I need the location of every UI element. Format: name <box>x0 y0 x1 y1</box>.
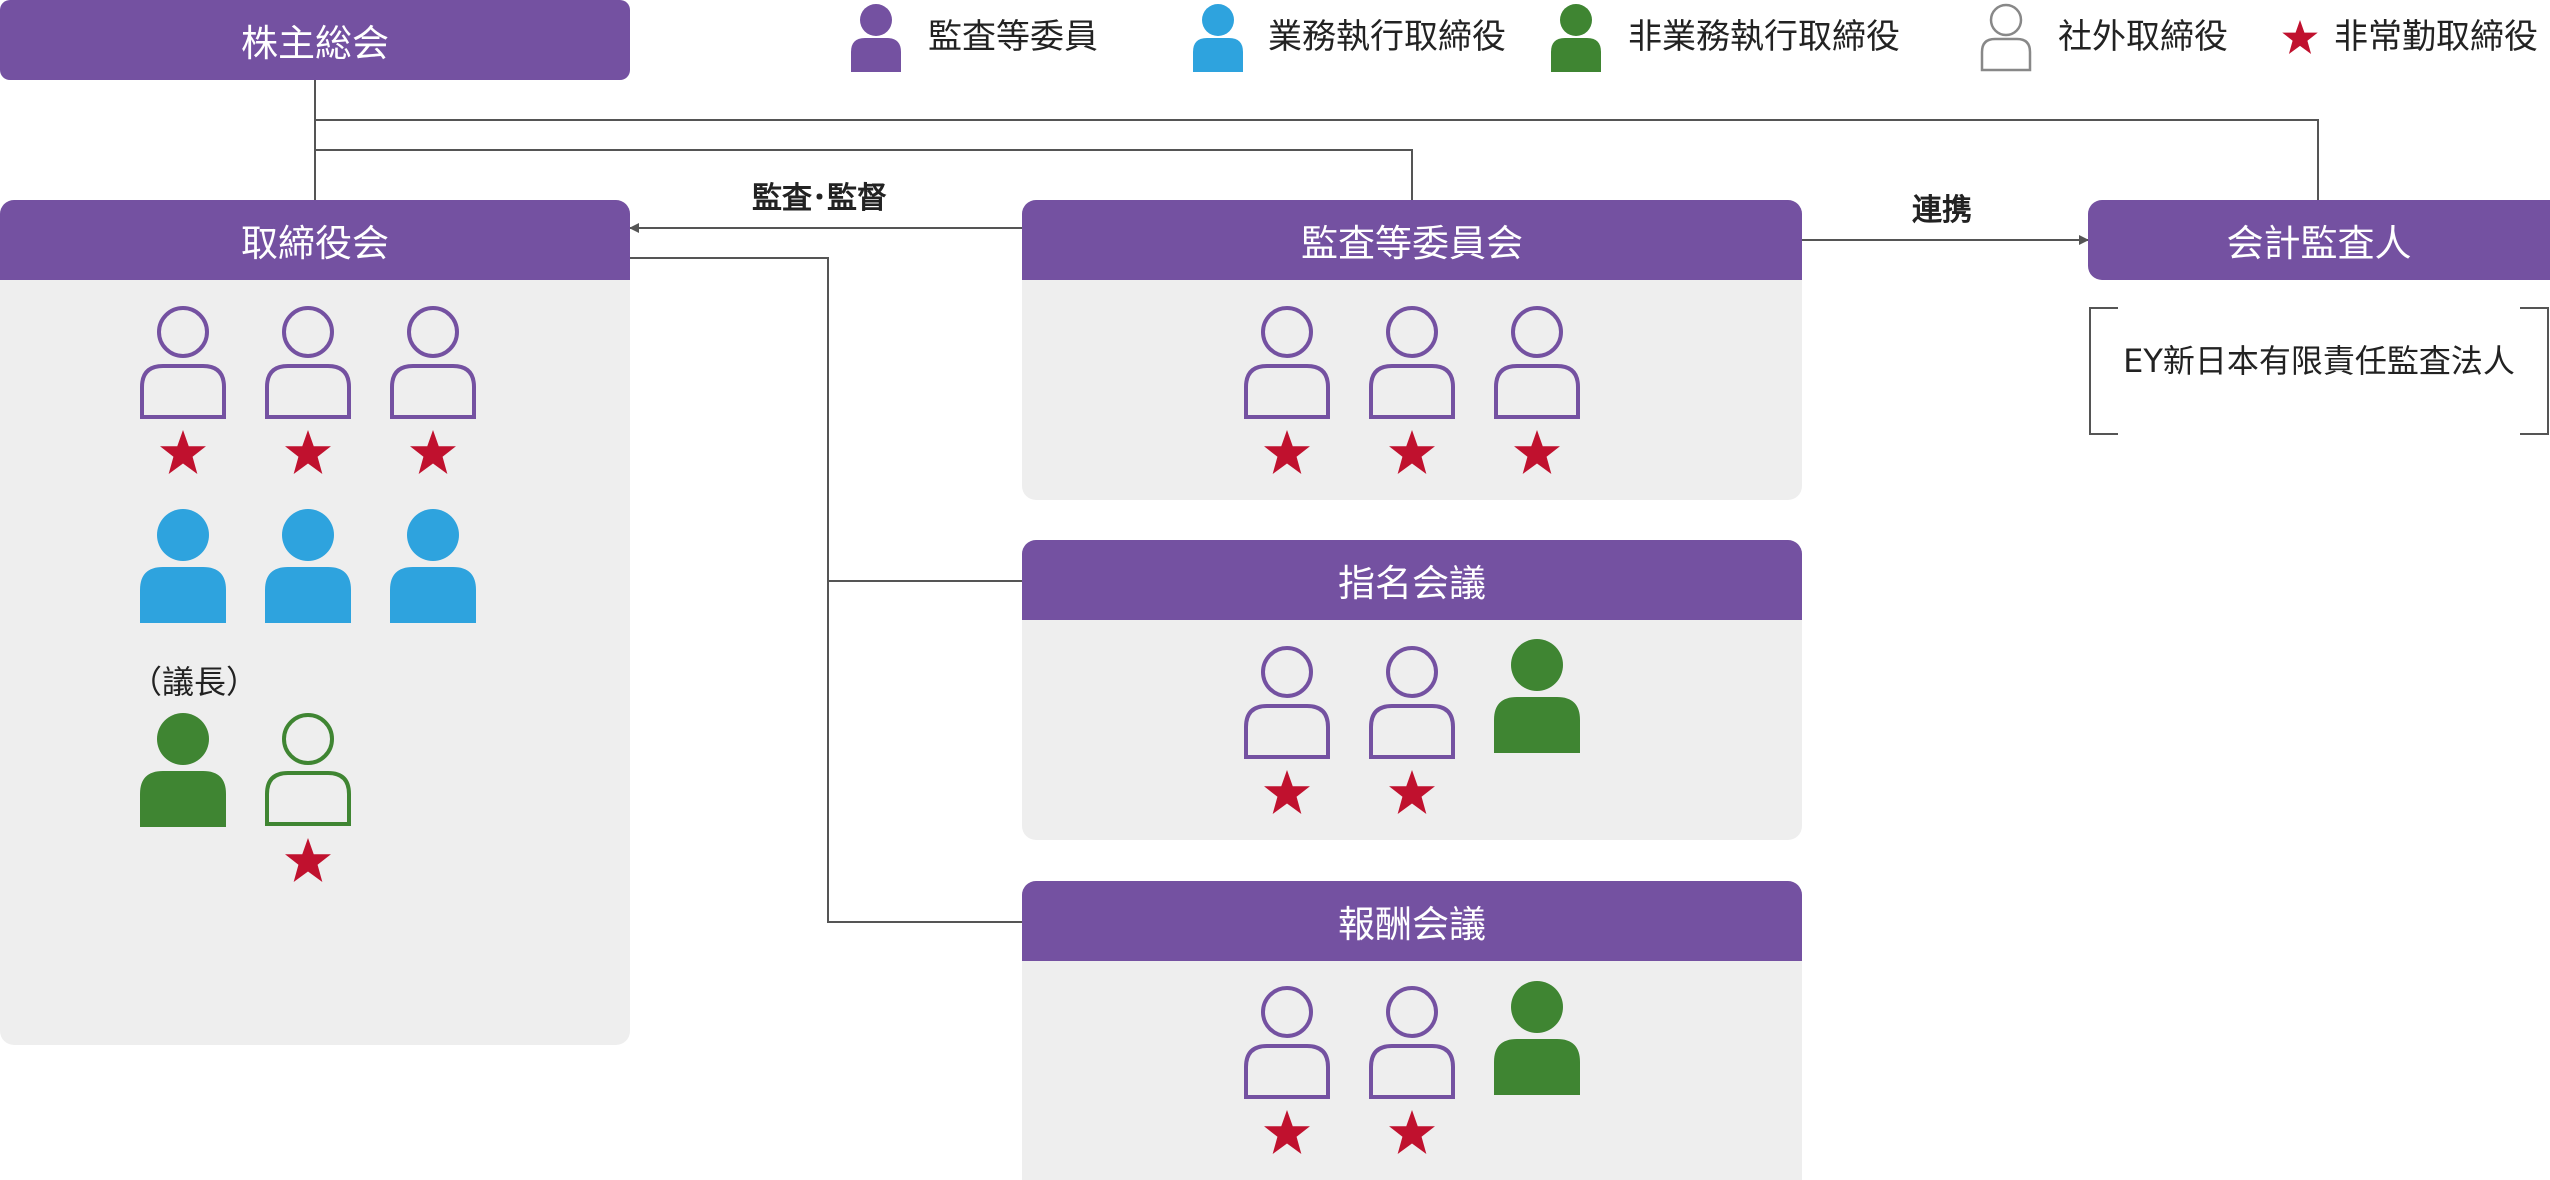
star-icon <box>1264 430 1310 474</box>
outside-audit-member-icon <box>265 306 351 419</box>
star-icon <box>160 430 206 474</box>
nomination-meeting-title: 指名会議 <box>1338 562 1486 605</box>
audit-committee-header: 監査等委員会 <box>1022 200 1802 280</box>
star-icon <box>1389 1110 1435 1154</box>
shareholders-meeting-header: 株主総会 <box>0 0 630 80</box>
outside-audit-member-icon <box>390 306 476 419</box>
remuneration-meeting-title: 報酬会議 <box>1338 903 1486 946</box>
outside-audit-member-icon <box>1244 986 1330 1099</box>
legend-label-non-executive-director: 非業務執行取締役 <box>1628 17 1900 57</box>
shareholders-meeting-title: 株主総会 <box>241 22 389 65</box>
auditor-firm-bracket <box>2089 307 2549 435</box>
outside-audit-member-icon <box>140 306 226 419</box>
outside-audit-member-icon <box>1369 306 1455 419</box>
legend-label-part-time-director: 非常勤取締役 <box>2334 17 2538 57</box>
executive-director-icon <box>390 509 476 623</box>
star-icon <box>1389 430 1435 474</box>
star-icon <box>1264 1110 1310 1154</box>
star-icon <box>410 430 456 474</box>
accounting-auditor-header: 会計監査人 <box>2088 200 2550 280</box>
non-executive-director-icon <box>1494 639 1580 753</box>
star-icon <box>1389 770 1435 814</box>
accounting-auditor-title: 会計監査人 <box>2226 222 2412 265</box>
audit-member-icon <box>851 4 901 72</box>
outside-non-executive-director-icon <box>265 713 351 826</box>
non-executive-director-icon <box>1494 981 1580 1095</box>
board-title: 取締役会 <box>241 222 389 265</box>
line-board-committees <box>630 257 1022 923</box>
line-shareholders-auditor <box>315 119 2319 200</box>
star-icon <box>285 430 331 474</box>
non-executive-director-icon <box>140 713 226 827</box>
legend-label-outside-director: 社外取締役 <box>2058 17 2228 57</box>
legend-label-audit-member: 監査等委員 <box>928 17 1098 57</box>
auditor-firm-name: EY新日本有限責任監査法人 <box>2123 342 2515 380</box>
executive-director-icon <box>265 509 351 623</box>
executive-director-icon <box>140 509 226 623</box>
nomination-meeting-header: 指名会議 <box>1022 540 1802 620</box>
outside-audit-member-icon <box>1244 646 1330 759</box>
chair-label: （議長） <box>130 663 259 701</box>
remuneration-meeting-header: 報酬会議 <box>1022 881 1802 961</box>
outside-audit-member-icon <box>1369 986 1455 1099</box>
audit-supervision-label: 監査･監督 <box>752 181 887 216</box>
cooperation-label: 連携 <box>1912 193 1972 228</box>
outside-audit-member-icon <box>1244 306 1330 419</box>
outside-audit-member-icon <box>1494 306 1580 419</box>
legend-label-executive-director: 業務執行取締役 <box>1268 17 1506 57</box>
audit-committee-title: 監査等委員会 <box>1301 222 1523 265</box>
outside-audit-member-icon <box>1369 646 1455 759</box>
star-icon <box>1264 770 1310 814</box>
line-shareholders-audit-committee <box>315 149 1413 200</box>
non-executive-director-icon <box>1551 4 1601 72</box>
star-icon <box>1514 430 1560 474</box>
star-icon <box>2282 20 2318 54</box>
star-icon <box>285 838 331 882</box>
outside-director-icon <box>1980 3 2032 72</box>
board-header: 取締役会 <box>0 200 630 280</box>
executive-director-icon <box>1193 4 1243 72</box>
